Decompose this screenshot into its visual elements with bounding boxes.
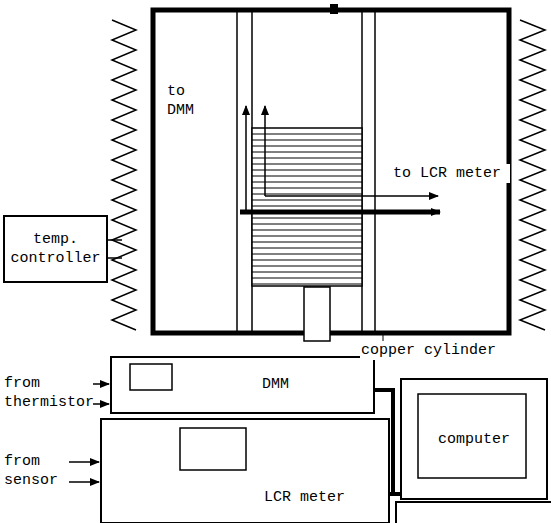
sensor-plate <box>252 254 362 255</box>
signal-label: from sensor <box>3 452 69 490</box>
sensor-plate <box>252 272 362 273</box>
sensor-plate <box>252 266 362 267</box>
node-label: computer <box>438 430 510 449</box>
node-label: temp. controller <box>9 230 102 268</box>
sensor-plate <box>252 200 362 201</box>
heater-coil <box>520 20 545 330</box>
sensor-plate <box>252 176 362 177</box>
sensor-plate <box>252 158 362 159</box>
sensor-plate <box>252 146 362 147</box>
sensor-plate <box>252 152 362 153</box>
sensor-plate <box>252 194 362 195</box>
heater-coil <box>112 20 136 330</box>
data-cable <box>375 390 400 494</box>
controller-box: temp. controller <box>3 215 108 283</box>
sensor-plate <box>252 260 362 261</box>
lead-label: to DMM <box>166 82 220 120</box>
lcr-meter-box: LCR meter <box>100 418 390 523</box>
part-name: copper cylinder <box>360 341 512 360</box>
sensor-plate <box>252 170 362 171</box>
sensor-plate <box>252 224 362 225</box>
sensor-plate <box>252 140 362 141</box>
sensor-plate <box>252 188 362 189</box>
sensor-plate <box>252 206 362 207</box>
dmm-box: DMM <box>110 356 375 414</box>
sensor-plate <box>252 248 362 249</box>
sensor-plate <box>252 134 362 135</box>
node-label: LCR meter <box>264 488 345 507</box>
sensor-plate <box>252 278 362 279</box>
computer-monitor: computer <box>400 378 548 500</box>
sensor-plate <box>252 284 362 285</box>
lead-label: to LCR meter <box>392 164 510 183</box>
sensor-plate <box>252 218 362 219</box>
sensor-plate <box>252 182 362 183</box>
sensor-plate <box>252 236 362 237</box>
signal-label: from thermistor <box>3 374 93 412</box>
sensor-plate <box>252 230 362 231</box>
data-cable <box>390 492 400 496</box>
node-label: DMM <box>262 375 289 394</box>
sensor-plate <box>252 164 362 165</box>
sensor-plate <box>252 242 362 243</box>
